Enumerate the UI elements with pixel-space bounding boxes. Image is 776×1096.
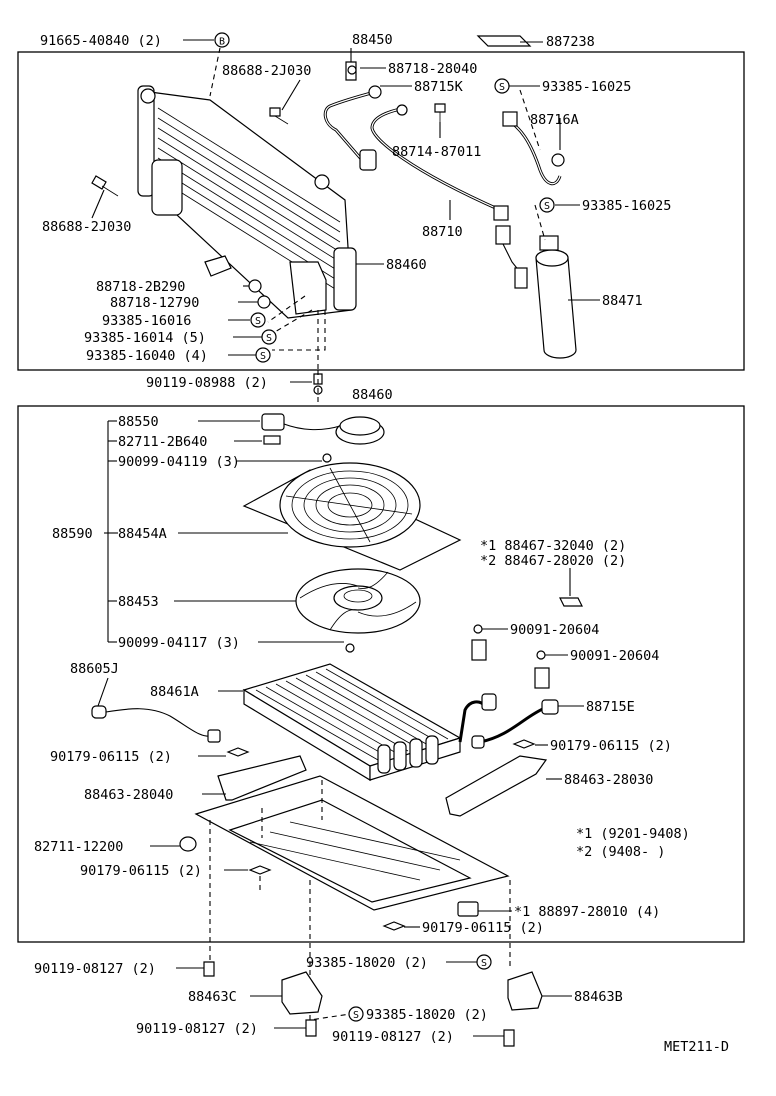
evaporator-core-drawing xyxy=(218,663,497,782)
label-88590: 88590 xyxy=(52,526,93,542)
s-marker-text: S xyxy=(499,82,505,93)
diagram-code: MET211-D xyxy=(664,1039,729,1055)
label-88463-28030: 88463-28030 xyxy=(564,772,653,788)
note-star1-range: *1 (9201-9408) xyxy=(576,826,690,842)
label-90119-08988: 90119-08988 (2) xyxy=(146,375,268,391)
s-marker-text: S xyxy=(544,201,550,212)
label-91665-40840: 91665-40840 (2) xyxy=(40,33,162,49)
mounting-brackets-drawing xyxy=(202,755,562,817)
label-88460-upper: 88460 xyxy=(386,257,427,273)
s-marker-text: S xyxy=(481,958,487,969)
label-90099-04117: 90099-04117 (3) xyxy=(118,635,240,651)
label-90179-06115-a: 90179-06115 (2) xyxy=(50,749,172,765)
label-93385-16014: 93385-16014 (5) xyxy=(84,330,206,346)
label-90119-08127-a: 90119-08127 (2) xyxy=(34,961,156,977)
fan-assembly-bracket xyxy=(104,420,118,643)
drain-tray-drawing xyxy=(150,775,512,917)
fan-motor-drawing xyxy=(198,413,385,445)
label-93385-16040: 93385-16040 (4) xyxy=(86,348,208,364)
label-88454A: 88454A xyxy=(118,526,167,542)
label-90099-04119: 90099-04119 (3) xyxy=(118,454,240,470)
label-90091-20604-a: 90091-20604 xyxy=(510,622,599,638)
fan-shroud-drawing xyxy=(178,453,462,571)
receiver-drier-drawing xyxy=(495,225,577,359)
label-88467-28020: *2 88467-28020 (2) xyxy=(480,553,626,569)
note-star2-range: *2 (9408- ) xyxy=(576,844,665,860)
label-88605J: 88605J xyxy=(70,661,119,677)
label-88450: 88450 xyxy=(352,32,393,48)
label-88688-2J030-top: 88688-2J030 xyxy=(222,63,311,79)
label-88463C: 88463C xyxy=(188,989,237,1005)
label-88718-2B290: 88718-2B290 xyxy=(96,279,185,295)
label-90179-06115-c: 90179-06115 (2) xyxy=(80,863,202,879)
upper-leaders xyxy=(91,39,600,383)
bolts-90091-drawing xyxy=(471,624,568,689)
s-marker-text: S xyxy=(266,333,272,344)
label-88467-32040: *1 88467-32040 (2) xyxy=(480,538,626,554)
discharge-pipes-drawing xyxy=(323,85,565,221)
s-marker-text: S xyxy=(353,1010,359,1021)
upper-dashed-leaders xyxy=(209,47,546,378)
nuts-drawing xyxy=(198,739,548,931)
label-93385-16025-a: 93385-16025 xyxy=(542,79,631,95)
label-88710: 88710 xyxy=(422,224,463,240)
s-marker-text: S xyxy=(255,316,261,327)
label-88688-2J030-left: 88688-2J030 xyxy=(42,219,131,235)
upper-assembly-frame xyxy=(17,51,745,371)
upper-markers: B S S S S S xyxy=(214,32,555,395)
thermistor-drawing xyxy=(91,677,221,743)
condenser-drawing xyxy=(137,85,357,319)
s-marker-text: S xyxy=(260,351,266,362)
b-marker-text: B xyxy=(219,37,225,48)
label-88715K: 88715K xyxy=(414,79,464,95)
label-90179-06115-b: 90179-06115 (2) xyxy=(550,738,672,754)
label-93385-16016: 93385-16016 xyxy=(102,313,191,329)
fan-blade-drawing xyxy=(174,568,421,653)
label-82711-2B640: 82711-2B640 xyxy=(118,434,207,450)
label-82711-12200: 82711-12200 xyxy=(34,839,123,855)
label-90179-06115-d: 90179-06115 (2) xyxy=(422,920,544,936)
small-bolts-drawing xyxy=(91,65,446,197)
label-88714-87011: 88714-87011 xyxy=(392,144,481,160)
label-88715E: 88715E xyxy=(586,699,635,715)
label-90119-08127-c: 90119-08127 (2) xyxy=(332,1029,454,1045)
label-93385-16025-b: 93385-16025 xyxy=(582,198,671,214)
evap-pipe-drawing xyxy=(471,699,584,749)
label-88716A: 88716A xyxy=(530,112,579,128)
label-88463B: 88463B xyxy=(574,989,623,1005)
label-93385-18020-b: 93385-18020 (2) xyxy=(366,1007,488,1023)
lower-assembly-frame xyxy=(17,405,745,943)
label-88718-12790: 88718-12790 xyxy=(110,295,199,311)
label-88471: 88471 xyxy=(602,293,643,309)
label-88897-28010: *1 88897-28010 (4) xyxy=(514,904,660,920)
label-887238: 887238 xyxy=(546,34,595,50)
label-93385-18020-a: 93385-18020 (2) xyxy=(306,955,428,971)
label-88463-28040: 88463-28040 xyxy=(84,787,173,803)
label-88461A: 88461A xyxy=(150,684,199,700)
outer-brackets-drawing: S S xyxy=(176,954,572,1047)
label-88718-28040: 88718-28040 xyxy=(388,61,477,77)
label-88453: 88453 xyxy=(118,594,159,610)
label-90091-20604-b: 90091-20604 xyxy=(570,648,659,664)
label-88550: 88550 xyxy=(118,414,159,430)
gasket-drawing xyxy=(559,568,583,607)
label-90119-08127-b: 90119-08127 (2) xyxy=(136,1021,258,1037)
label-88460-lower: 88460 xyxy=(352,387,393,403)
seal-pad-drawing xyxy=(476,35,532,47)
